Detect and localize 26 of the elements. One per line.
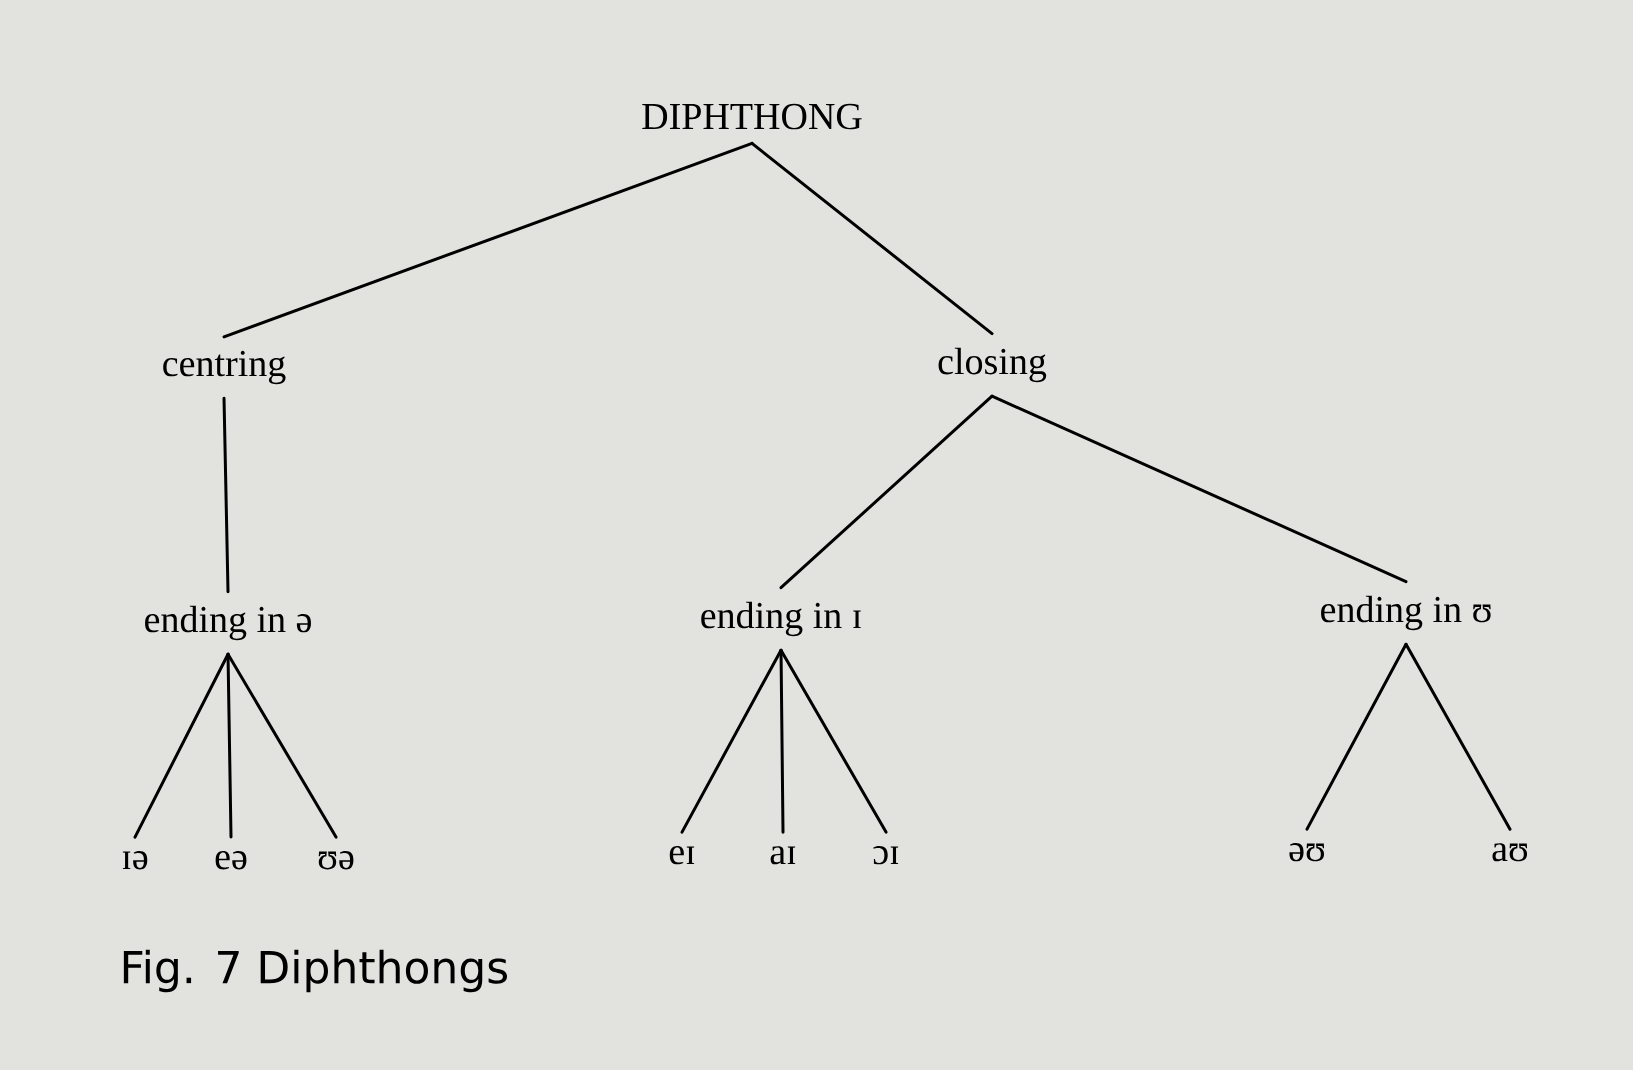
tree-line: [680, 648, 783, 834]
category-label: ending in ʊ: [1321, 595, 1491, 631]
diphthong-label: eə: [215, 851, 247, 870]
diphthong-label: ɪə: [122, 851, 148, 870]
tree-line: [133, 652, 230, 839]
figure-caption: Fig. 7 Diphthongs: [123, 949, 507, 993]
tree-line: [222, 396, 230, 594]
root-label: DIPHTHONG: [642, 103, 862, 130]
tree-line: [226, 652, 338, 839]
category-label: closing: [938, 347, 1047, 383]
diphthong-label: əʊ: [1289, 843, 1325, 862]
tree-line: [779, 394, 994, 590]
diphthong-label: aɪ: [770, 846, 796, 865]
diphthong-label: ʊə: [318, 851, 354, 870]
tree-line: [1305, 642, 1408, 831]
category-label: centring: [163, 350, 286, 385]
tree-line: [222, 141, 754, 339]
tree-line: [779, 648, 888, 834]
category-label: ending in ɪ: [701, 601, 861, 637]
tree-line: [990, 394, 1408, 584]
category-label: ending in ə: [145, 605, 311, 641]
diphthong-label: ɔɪ: [873, 846, 899, 865]
tree-line: [1404, 642, 1512, 831]
diphthong-label: eɪ: [669, 846, 695, 865]
tree-line: [750, 141, 994, 336]
diphthong-label: aʊ: [1492, 843, 1528, 862]
